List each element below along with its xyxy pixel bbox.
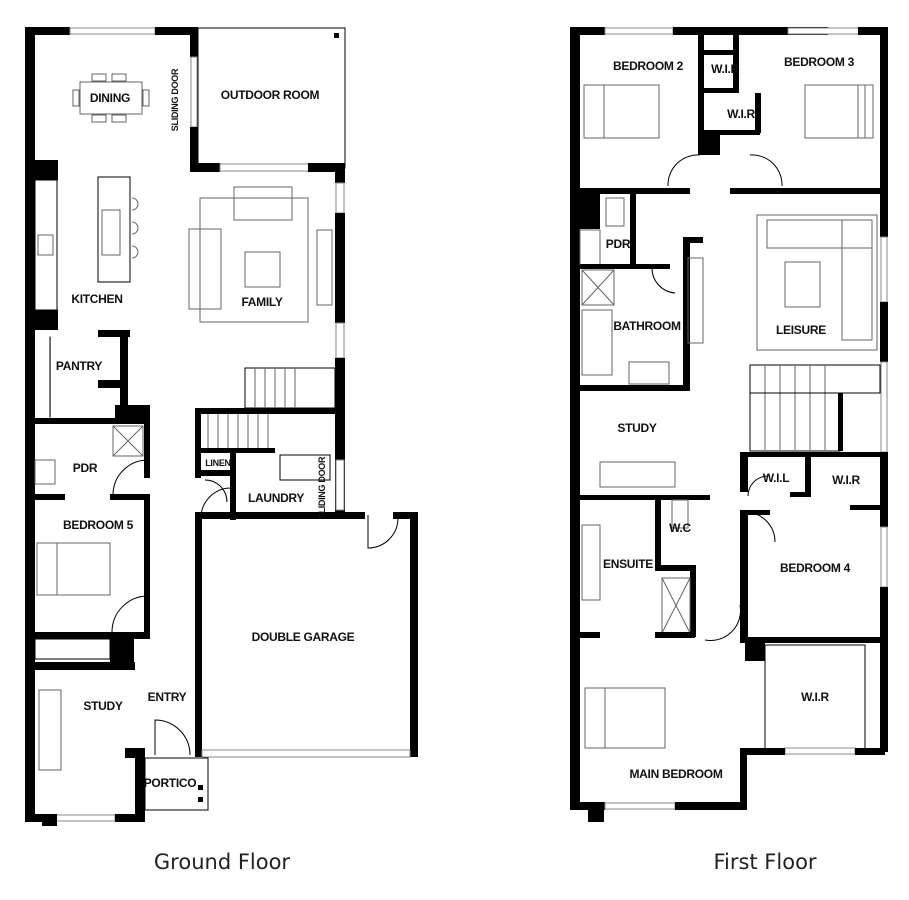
room-label-bedroom-5: BEDROOM 5 <box>63 518 134 532</box>
room-label-bedroom-2: BEDROOM 2 <box>613 59 684 73</box>
room-label-wir: W.I.R <box>832 473 860 487</box>
window <box>69 27 156 35</box>
room-label-bedroom-4: BEDROOM 4 <box>780 561 851 575</box>
room-label-kitchen: KITCHEN <box>71 292 122 306</box>
room-label-laundry: LAUNDRY <box>248 491 304 505</box>
room-label-study: STUDY <box>617 421 656 435</box>
room-label-family: FAMILY <box>241 295 282 309</box>
room-label-pdr: PDR <box>73 461 98 475</box>
room-label-portico: PORTICO <box>144 776 197 790</box>
room-label-wil: W.I.L <box>763 471 790 485</box>
first-floor-plan <box>570 27 888 822</box>
room-label-wir: W.I.R <box>727 107 755 121</box>
room-label-wc: W.C <box>669 521 691 535</box>
room-label-main-bedroom: MAIN BEDROOM <box>629 767 722 781</box>
room-label-bedroom-3: BEDROOM 3 <box>784 55 855 69</box>
room-label-outdoor-room: OUTDOOR ROOM <box>221 88 320 102</box>
room-label-pantry: PANTRY <box>56 359 102 373</box>
room-label-pdr: PDR <box>606 237 631 251</box>
room-label-entry: ENTRY <box>148 690 187 704</box>
sliding-door <box>190 56 198 128</box>
window <box>219 163 311 172</box>
room-label-bathroom: BATHROOM <box>613 319 681 333</box>
room-label-ensuite: ENSUITE <box>603 557 653 571</box>
sliding-door-label: SLIDING DOOR <box>170 68 180 131</box>
room-label-linen: LINEN <box>205 458 231 468</box>
ground-floor-plan <box>25 27 418 826</box>
first-floor-title: First Floor <box>713 850 816 874</box>
ground-floor-title: Ground Floor <box>154 850 291 874</box>
room-label-wir: W.I.R <box>801 690 829 704</box>
room-label-leisure: LEISURE <box>776 323 826 337</box>
sliding-door-label: SLIDING DOOR <box>317 456 327 519</box>
room-label-study: STUDY <box>83 699 122 713</box>
room-label-dining: DINING <box>90 91 130 105</box>
room-label-double-garage: DOUBLE GARAGE <box>252 630 355 644</box>
room-label-wir: W.I.R <box>711 62 739 76</box>
